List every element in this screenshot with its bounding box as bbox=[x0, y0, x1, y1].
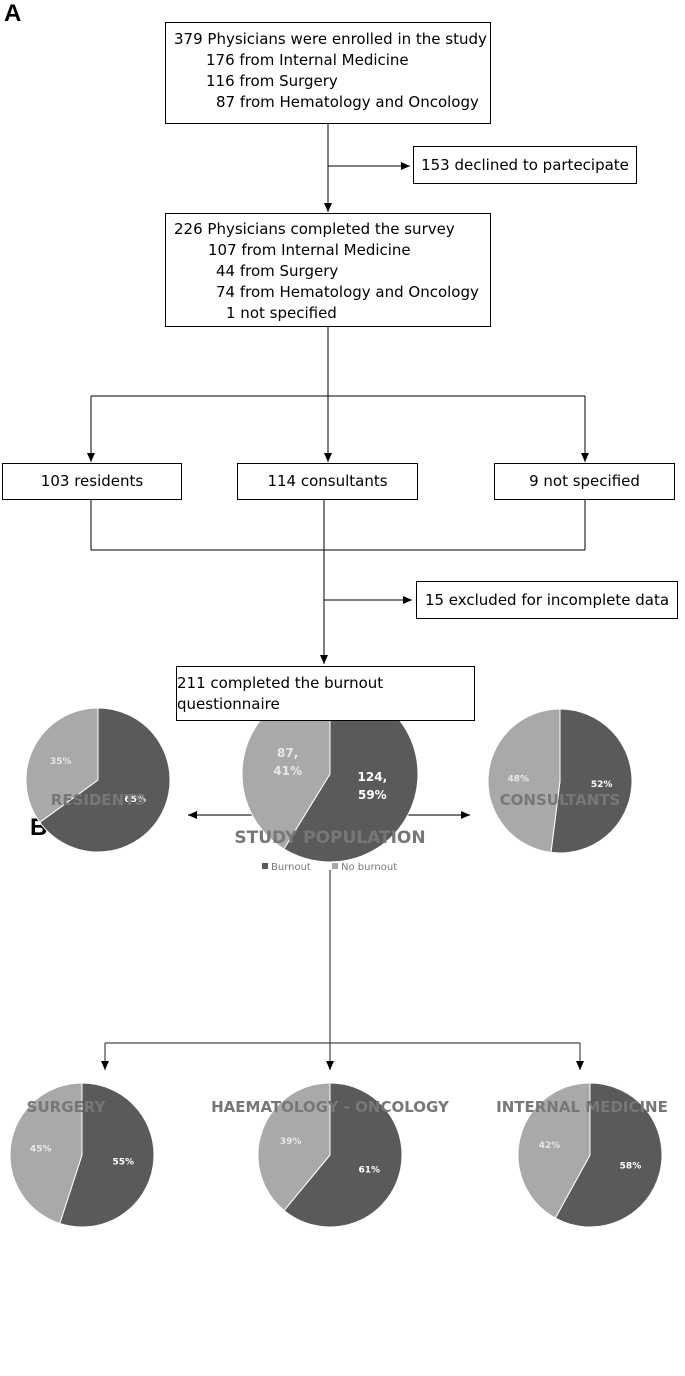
not-specified-box: 9 not specified bbox=[494, 463, 675, 500]
panel-a-label: A bbox=[4, 0, 22, 27]
pie-label-haematology-oncology-no-burnout: 39% bbox=[280, 1137, 302, 1147]
pie-label-study-population-no-burnout: 87,41% bbox=[273, 746, 302, 778]
consultants-label: 114 consultants bbox=[267, 472, 388, 490]
pie-slice-residents-burnout bbox=[39, 707, 171, 853]
pie-slice-surgery-no-burnout bbox=[9, 1082, 83, 1225]
pie-label-consultants-no-burnout: 48% bbox=[508, 775, 530, 785]
pie-slice-consultants-no-burnout bbox=[487, 708, 561, 853]
declined-label: 153 declined to partecipate bbox=[421, 155, 629, 174]
pie-title-surgery: SURGERY bbox=[27, 1098, 107, 1116]
completed-line-5: 1 not specified bbox=[226, 304, 337, 322]
pie-title-haematology-oncology: HAEMATOLOGY - ONCOLOGY bbox=[211, 1098, 450, 1116]
enrolled-line-2: 176 from Internal Medicine bbox=[206, 51, 409, 69]
pie-slice-residents-no-burnout bbox=[25, 707, 99, 824]
pie-label-residents-burnout: 65% bbox=[124, 795, 146, 805]
pie-slice-haematology-oncology-burnout bbox=[283, 1082, 403, 1228]
pie-label-internal-medicine-no-burnout: 42% bbox=[539, 1141, 561, 1151]
enrolled-line-3: 116 from Surgery bbox=[206, 72, 338, 90]
burnout-label: 211 completed the burnout questionnaire bbox=[177, 673, 384, 713]
pie-label-study-population-burnout: 124,59% bbox=[358, 770, 388, 802]
pie-label-surgery-no-burnout: 45% bbox=[30, 1145, 52, 1155]
residents-box: 103 residents bbox=[2, 463, 182, 500]
excluded-box: 15 excluded for incomplete data bbox=[416, 581, 678, 619]
pie-title-consultants: CONSULTANTS bbox=[500, 791, 621, 809]
pie-label-surgery-burnout: 55% bbox=[112, 1158, 134, 1168]
excluded-label: 15 excluded for incomplete data bbox=[424, 590, 670, 609]
pie-title-study-population: STUDY POPULATION bbox=[234, 828, 425, 848]
pie-slice-consultants-burnout bbox=[550, 708, 633, 854]
pie-slice-internal-medicine-no-burnout bbox=[517, 1082, 591, 1219]
pie-label-consultants-burnout: 52% bbox=[591, 780, 613, 790]
burnout-box: 211 completed the burnout questionnaire bbox=[176, 666, 475, 721]
enrolled-line-1: 379 Physicians were enrolled in the stud… bbox=[174, 30, 487, 48]
completed-line-4: 74 from Hematology and Oncology bbox=[216, 283, 479, 301]
pie-title-residents: RESIDENTS bbox=[51, 791, 145, 809]
completed-line-3: 44 from Surgery bbox=[216, 262, 339, 280]
pie-label-internal-medicine-burnout: 58% bbox=[620, 1162, 642, 1172]
pie-label-residents-no-burnout: 35% bbox=[50, 757, 72, 767]
legend-label-no-burnout: No burnout bbox=[341, 862, 397, 873]
consultants-box: 114 consultants bbox=[237, 463, 418, 500]
pie-slice-internal-medicine-burnout bbox=[554, 1082, 663, 1228]
not-specified-label: 9 not specified bbox=[529, 472, 640, 490]
legend-swatch-burnout bbox=[262, 863, 268, 869]
enrolled-line-4: 87 from Hematology and Oncology bbox=[216, 93, 479, 111]
completed-line-1: 226 Physicians completed the survey bbox=[174, 220, 455, 238]
legend-label-burnout: Burnout bbox=[271, 862, 311, 873]
legend-swatch-no-burnout bbox=[332, 863, 338, 869]
completed-line-2: 107 from Internal Medicine bbox=[208, 241, 411, 259]
pie-slice-surgery-burnout bbox=[59, 1082, 155, 1228]
pie-label-haematology-oncology-burnout: 61% bbox=[359, 1165, 381, 1175]
declined-box: 153 declined to partecipate bbox=[413, 146, 637, 184]
residents-label: 103 residents bbox=[40, 472, 144, 490]
pie-slice-haematology-oncology-no-burnout bbox=[257, 1082, 331, 1212]
pie-title-internal-medicine: INTERNAL MEDICINE bbox=[496, 1098, 668, 1116]
enrolled-box: 379 Physicians were enrolled in the stud… bbox=[165, 22, 491, 124]
completed-box: 226 Physicians completed the survey 107 … bbox=[165, 213, 491, 327]
